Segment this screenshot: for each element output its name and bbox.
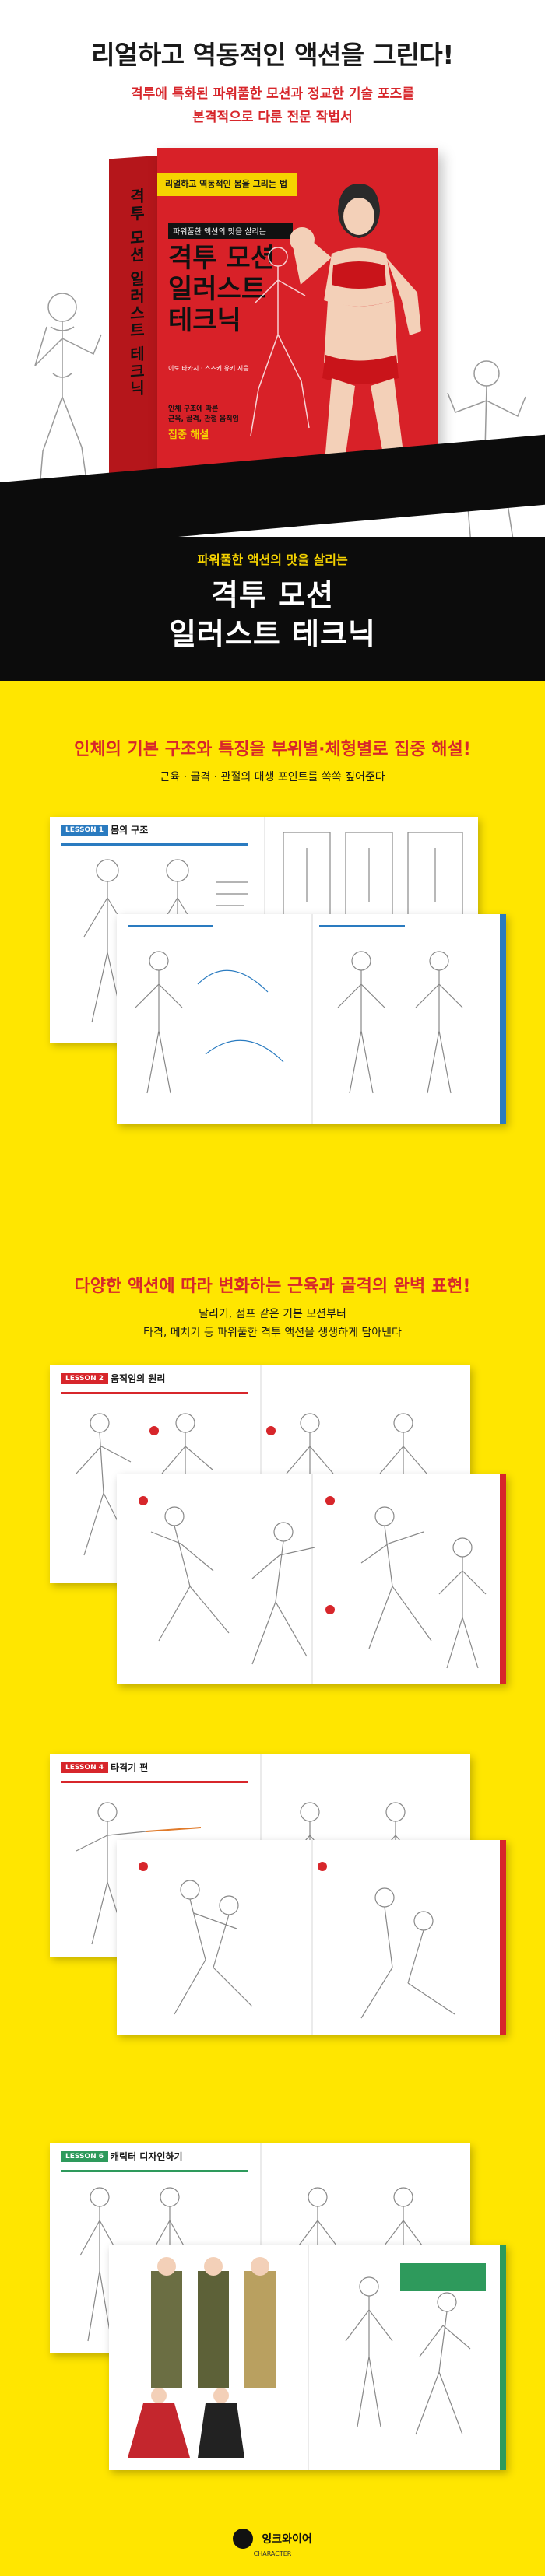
section2-sub: 달리기, 점프 같은 기본 모션부터 타격, 메치기 등 파워풀한 격투 액션을… — [0, 1305, 545, 1342]
sample-spread-3b — [117, 1840, 506, 2035]
publisher-name: 잉크와이어 — [262, 2533, 312, 2546]
banner-title: 격투 모션 일러스트 테크닉 — [0, 576, 545, 654]
book-spine: 격투 모션 일러스트 테크닉 — [109, 156, 157, 486]
book-band-text: 리얼하고 역동적인 몸을 그리는 법 — [157, 173, 297, 196]
sample-spread-2b — [117, 1474, 506, 1684]
anatomy-detail-sketch — [283, 832, 463, 919]
banner-title-line2: 일러스트 테크닉 — [169, 617, 376, 651]
dynamic-pose-sketch — [139, 1496, 487, 1669]
section2-heading: 다양한 액션에 따라 변화하는 근육과 골격의 완벽 표현! — [74, 1277, 471, 1296]
book-spine-title: 격투 모션 일러스트 테크닉 — [127, 188, 146, 398]
section1-sub: 근육 · 골격 · 관절의 대생 포인트를 쏙쏙 짚어준다 — [160, 771, 385, 783]
book-title-line2: 일러스트 — [168, 274, 266, 305]
muscle-sketch — [135, 951, 463, 1094]
hero-section: 리얼하고 역동적인 액션을 그린다! 격투에 특화된 파워풀한 모션과 정교한 … — [0, 0, 545, 681]
book-side-text-line1: 인체 구조에 따른 — [168, 405, 219, 413]
hero-subtitle-line2: 본격적으로 다룬 전문 작법서 — [192, 110, 353, 125]
book-author: 이토 타카시 · 스즈키 유키 지음 — [168, 365, 249, 372]
book-title: 격투 모션 일러스트 테크닉 — [168, 243, 308, 336]
book-side-text: 인체 구조에 따른 근육, 골격, 관절 움직임 — [168, 405, 269, 425]
publisher-logo: 잉크와이어 CHARACTER — [0, 2529, 545, 2557]
sample-spread-4b — [109, 2245, 506, 2470]
banner-title-line1: 격투 모션 — [210, 578, 335, 612]
publisher-logo-icon — [233, 2529, 254, 2549]
motion-sketch — [76, 1413, 427, 1556]
character-design-sketch — [79, 2187, 427, 2342]
book-title-line3: 테크닉 — [168, 305, 241, 336]
feature-section: 인체의 기본 구조와 특징을 부위별·체형별로 집중 해설! 근육 · 골격 ·… — [0, 681, 545, 2576]
spread-title: 타격기 편 — [111, 1762, 149, 1773]
section2-sub-line1: 달리기, 점프 같은 기본 모션부터 — [199, 1308, 346, 1320]
book-side-text-line2: 근육, 골격, 관절 움직임 — [168, 415, 239, 423]
lesson-tag: LESSON 2 — [61, 1373, 109, 1384]
banner-subtitle: 파워풀한 액션의 맛을 살리는 — [197, 552, 348, 567]
hero-subtitle: 격투에 특화된 파워풀한 모션과 정교한 기술 포즈를 본격적으로 다룬 전문 … — [0, 82, 545, 129]
hero-subtitle-line1: 격투에 특화된 파워풀한 모션과 정교한 기술 포즈를 — [131, 86, 414, 102]
left-sketch-figure — [34, 293, 102, 503]
spread-title: 캐릭터 디자인하기 — [111, 2151, 183, 2162]
hero-black-banner — [0, 537, 545, 681]
grappling-sketch — [139, 1862, 455, 2019]
lesson-tag: LESSON 6 — [61, 2151, 109, 2162]
book-cover-line-figure — [250, 247, 310, 436]
lesson-tag: LESSON 4 — [61, 1762, 109, 1773]
section1-heading: 인체의 기본 구조와 특징을 부위별·체형별로 집중 해설! — [74, 740, 471, 759]
book-front-cover: 리얼하고 역동적인 몸을 그리는 법 파워풀한 액션의 맛을 살리는 격투 모션… — [157, 148, 438, 482]
spread-title: 움직임의 원리 — [111, 1373, 166, 1384]
publisher-small: CHARACTER — [253, 2550, 292, 2557]
section2-sub-line2: 타격, 메치기 등 파워풀한 격투 액션을 생생하게 담아낸다 — [143, 1327, 402, 1339]
costume-sketch — [128, 2257, 486, 2458]
book-side-highlight: 집중 해설 — [168, 429, 209, 441]
book-cover-mockup: 격투 모션 일러스트 테크닉 리얼하고 역동적인 몸을 그리는 법 파워풀한 액… — [109, 148, 438, 486]
book-title-line1: 격투 모션 — [168, 243, 275, 274]
right-sketch-figure — [447, 360, 526, 545]
hero-title: 리얼하고 역동적인 액션을 그린다! — [91, 40, 454, 70]
spread-title: 몸의 구조 — [111, 825, 149, 836]
sample-spread-1b — [117, 914, 506, 1124]
lesson-tag: LESSON 1 — [61, 825, 109, 836]
book-small-label: 파워풀한 액션의 맛을 살리는 — [168, 223, 293, 239]
